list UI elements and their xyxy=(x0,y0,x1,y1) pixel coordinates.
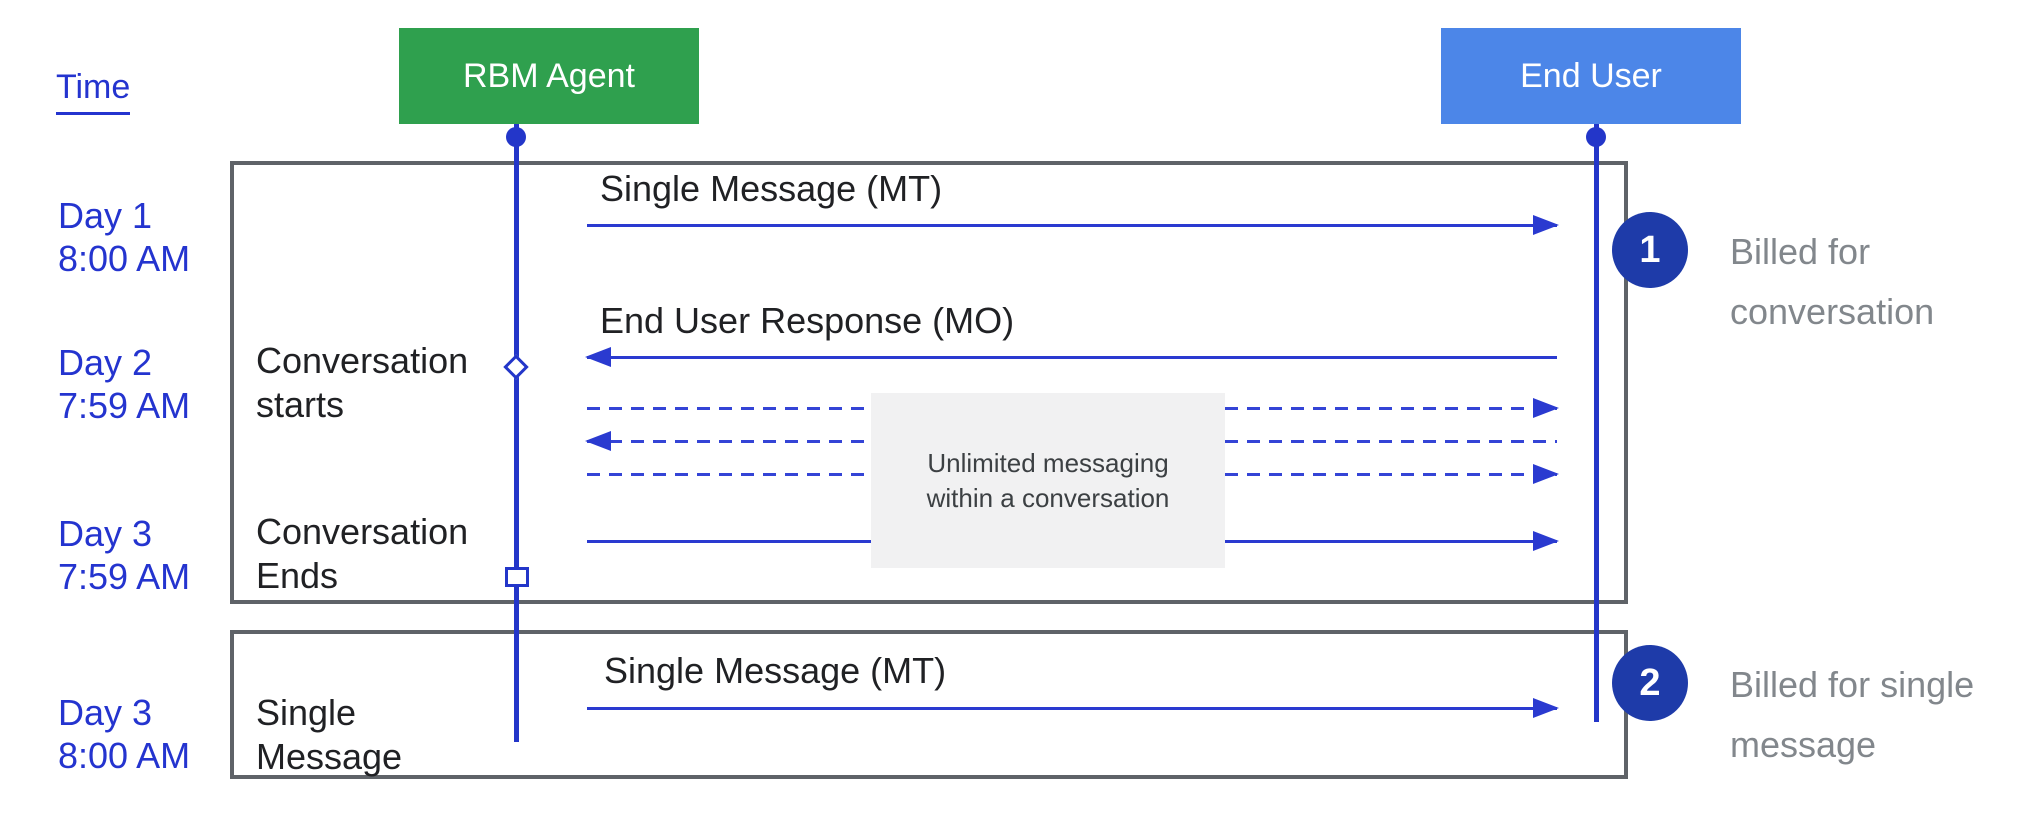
badge-1-number: 1 xyxy=(1639,228,1661,271)
conversation-frame xyxy=(230,161,1628,604)
conversation-ends-label: Conversation Ends xyxy=(256,510,468,598)
day-2-time: 7:59 AM xyxy=(58,385,191,426)
caption-1-line2: conversation xyxy=(1730,291,1935,332)
unlimited-messaging-note: Unlimited messaging within a conversatio… xyxy=(871,393,1225,568)
day-label-2: Day 2 7:59 AM xyxy=(58,341,190,427)
badge-2-number: 2 xyxy=(1639,661,1661,704)
conversation-starts-label: Conversation starts xyxy=(256,339,468,427)
day-2-day: Day 2 xyxy=(58,342,153,383)
time-axis-label: Time xyxy=(56,68,131,115)
day-4-time: 8:00 AM xyxy=(58,735,191,776)
end-user-box: End User xyxy=(1441,28,1741,124)
day-1-time: 8:00 AM xyxy=(58,238,191,279)
single-message-line2: Message xyxy=(256,736,403,777)
billing-badge-1: 1 xyxy=(1612,212,1688,288)
billed-for-single-message-caption: Billed for single message xyxy=(1730,655,1974,775)
day-label-1: Day 1 8:00 AM xyxy=(58,194,190,280)
single-message-event-label: Single Message xyxy=(256,691,402,779)
rbm-agent-label: RBM Agent xyxy=(463,56,635,95)
conversation-ends-line1: Conversation xyxy=(256,511,469,552)
billing-badge-2: 2 xyxy=(1612,645,1688,721)
mo-message-label: End User Response (MO) xyxy=(600,300,1015,341)
caption-2-line1: Billed for single xyxy=(1730,664,1975,705)
day-1-day: Day 1 xyxy=(58,195,153,236)
arrowhead-right-icon xyxy=(1533,698,1559,718)
mt2-arrow xyxy=(587,698,1559,718)
note-line2: within a conversation xyxy=(926,482,1170,513)
arrowhead-left-icon xyxy=(585,347,611,367)
mt1-arrow xyxy=(587,215,1559,235)
arrowhead-right-icon xyxy=(1533,464,1559,484)
end-user-label: End User xyxy=(1520,56,1662,95)
arrowhead-left-icon xyxy=(585,431,611,451)
day-3-time: 7:59 AM xyxy=(58,556,191,597)
conversation-end-square-marker xyxy=(505,567,529,587)
mt1-message-label: Single Message (MT) xyxy=(600,168,943,209)
note-line1: Unlimited messaging xyxy=(927,447,1169,478)
conversation-starts-line1: Conversation xyxy=(256,340,469,381)
caption-1-line1: Billed for xyxy=(1730,231,1871,272)
arrowhead-right-icon xyxy=(1533,215,1559,235)
caption-2-line2: message xyxy=(1730,724,1877,765)
arrowhead-right-icon xyxy=(1533,398,1559,418)
user-lifeline xyxy=(1594,124,1599,722)
rbm-agent-box: RBM Agent xyxy=(399,28,699,124)
agent-lifeline xyxy=(514,124,519,742)
day-3-day: Day 3 xyxy=(58,513,153,554)
conversation-ends-line2: Ends xyxy=(256,555,339,596)
conversation-starts-line2: starts xyxy=(256,384,345,425)
single-message-line1: Single xyxy=(256,692,357,733)
day-4-day: Day 3 xyxy=(58,692,153,733)
day-label-3: Day 3 7:59 AM xyxy=(58,512,190,598)
arrowhead-right-icon xyxy=(1533,531,1559,551)
billed-for-conversation-caption: Billed for conversation xyxy=(1730,222,1934,342)
mt2-message-label: Single Message (MT) xyxy=(604,650,947,691)
mo-arrow xyxy=(585,347,1557,367)
day-label-4: Day 3 8:00 AM xyxy=(58,691,190,777)
